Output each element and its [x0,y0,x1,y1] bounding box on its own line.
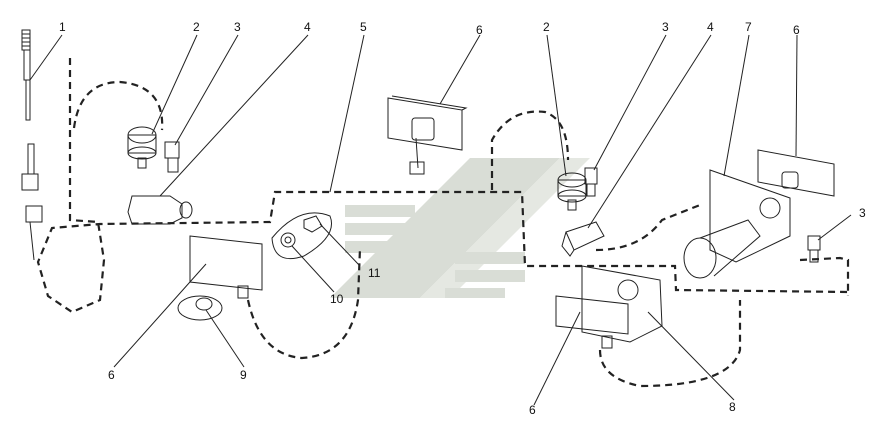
callout-3-right: 3 [662,20,669,34]
sensor-tip [21,29,31,51]
callout-3-far-right: 3 [859,206,866,220]
panel-bracket-assembly [555,265,663,349]
callout-11: 11 [368,266,381,280]
bolt [177,295,223,321]
harness-lamp-branch [246,247,362,360]
gauge-panel-top [387,95,468,175]
callout-2-left: 2 [193,20,200,34]
harness-right-branch [799,256,850,296]
callout-4-left: 4 [304,20,311,34]
warning-switch-far-right [807,235,821,263]
leader-lines [29,34,852,406]
harness-top-right [595,203,701,252]
gasket-with-nut [271,212,332,260]
harness-sensor-loop [72,80,164,131]
callout-6-bottom: 6 [529,403,536,417]
warning-switch-right [584,167,598,197]
gauge-panel-right [757,149,835,197]
bracket-with-tube [683,169,791,279]
hex-adapter-left [127,195,193,225]
drawing [21,29,852,406]
callout-2-right: 2 [543,20,550,34]
callout-7: 7 [745,20,752,34]
pressure-sensor-left [127,126,157,169]
pressure-sensor-right [557,172,587,211]
temperature-sensor [21,29,43,261]
callout-6-top: 6 [476,23,483,37]
wiring-harness [36,58,850,388]
harness-right-loop [490,110,570,190]
callout-10: 10 [330,292,344,306]
harness-main [36,58,849,314]
callout-1: 1 [59,20,66,34]
hex-adapter-right [561,221,605,257]
callout-6-right: 6 [793,23,800,37]
callout-4-right: 4 [707,20,714,34]
callout-8: 8 [729,400,736,414]
gauge-panel-left [189,235,263,299]
callout-5: 5 [360,20,367,34]
warning-switch-left [164,141,180,173]
harness-bottom-loop [598,300,742,388]
callout-3-left: 3 [234,20,241,34]
callout-6-left: 6 [108,368,115,382]
sensor-connector [21,173,39,191]
callout-9: 9 [240,368,247,382]
